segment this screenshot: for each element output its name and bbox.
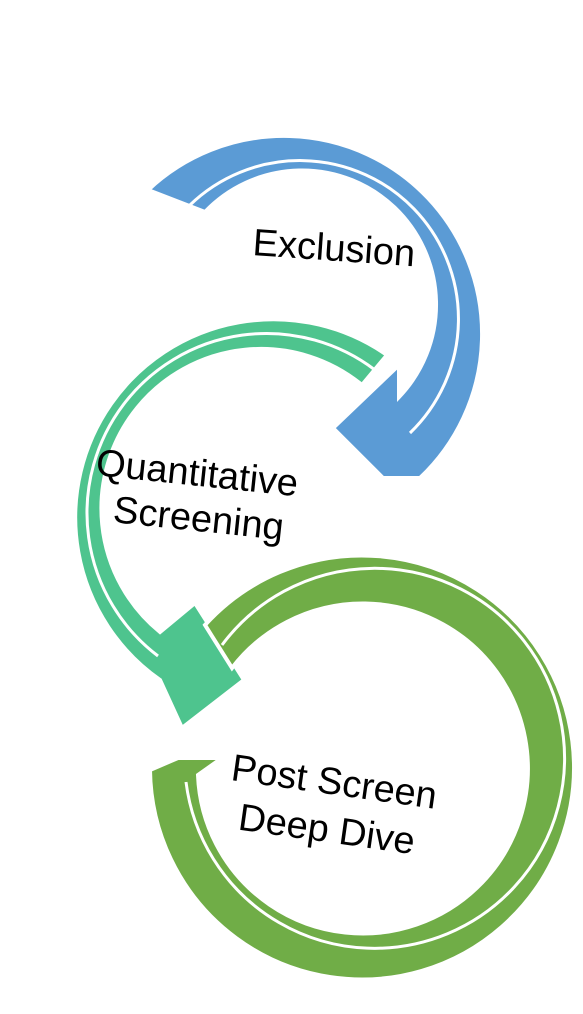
exclusion-arrow-inner-line [188,159,460,435]
quantitative-screening-arrow [73,317,390,732]
post-screen-deep-dive-step [147,553,576,982]
quantitative-screening-label: Quantitative Screening [89,442,310,551]
exclusion-label: Exclusion [251,222,416,275]
post-screen-deep-dive-label: Post Screen Deep Dive [222,747,450,866]
quantitative-screening-step [73,317,390,732]
exclusion-arrow [144,133,485,480]
exclusion-step [144,133,485,480]
post-screen-deep-dive-arrow [147,553,576,982]
post-screen-deep-dive-arrow-inner-line [184,566,566,950]
quantitative-screening-arrow-inner-line [85,332,376,658]
